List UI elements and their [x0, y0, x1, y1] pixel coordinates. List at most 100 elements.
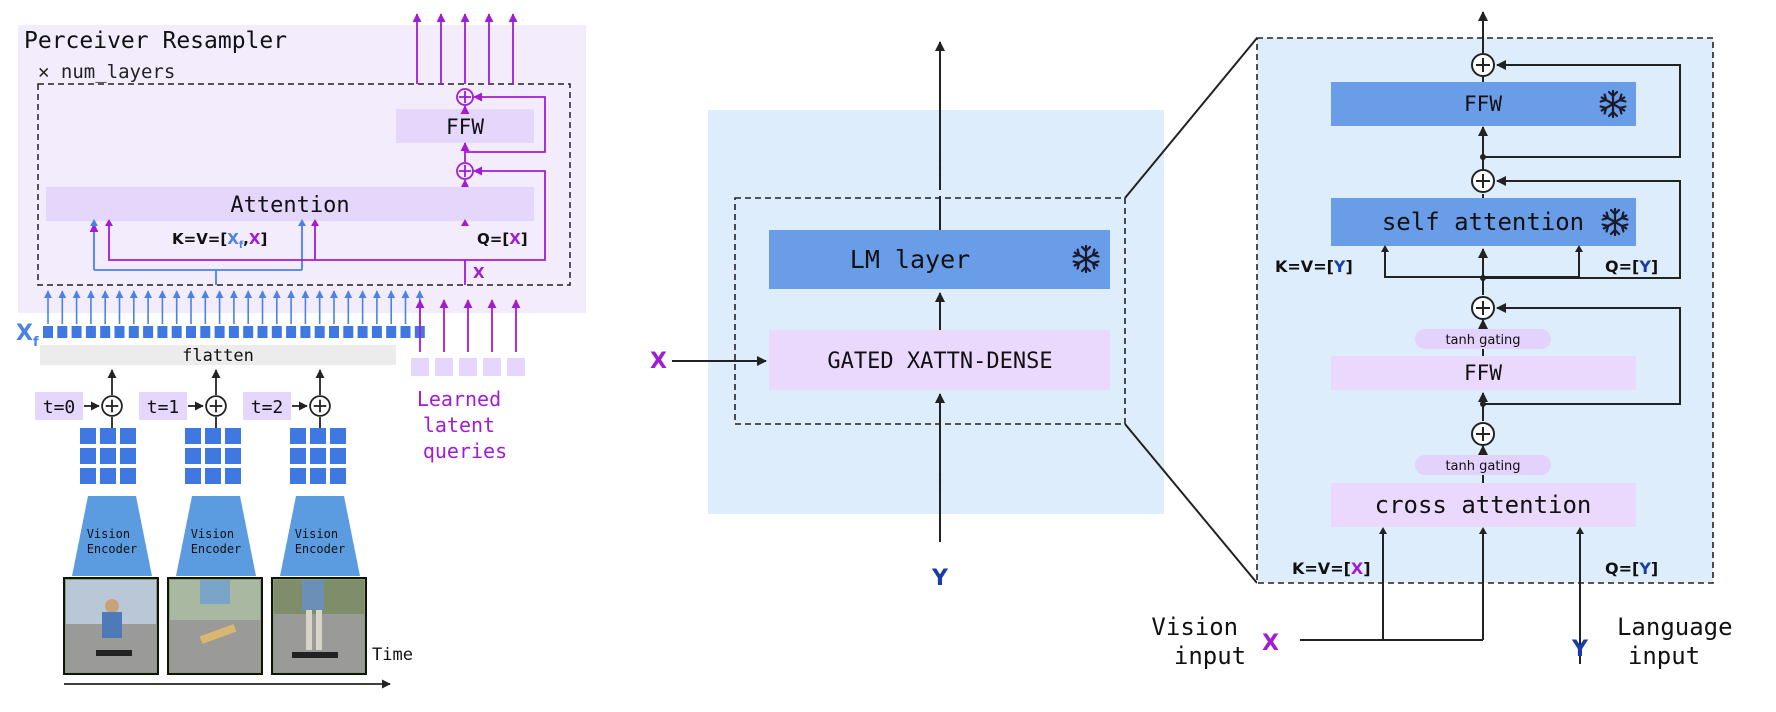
gated-xattn-detail-panel: FFW self attention K=V=[Y] Q=[Y] tanh ga… [1151, 11, 1747, 670]
xf-token [143, 326, 154, 338]
vision-x-label: X [1262, 631, 1279, 656]
cross-attention-block [1331, 483, 1636, 527]
video-frame-0 [63, 577, 159, 675]
detail-ffw-block [1331, 82, 1636, 126]
xf-token [57, 326, 68, 338]
svg-text:t=0: t=0 [43, 397, 76, 418]
num-layers-label: ✕ num_layers [38, 61, 175, 83]
residual-plus-icon [1471, 53, 1495, 77]
svg-text:Vision Encoder: Vision Encoder [191, 527, 242, 556]
perceiver-kv-label: K=V=[Xf,X] [172, 230, 267, 251]
frame-feature-grid [290, 428, 346, 484]
perceiver-x-label: X [473, 264, 485, 282]
gated-block-boundary [734, 197, 1126, 425]
latent-kv-lines [108, 224, 466, 285]
xf-token [386, 326, 397, 338]
xf-token [300, 326, 311, 338]
xf-token-row [43, 290, 425, 338]
zoom-line-bottom [1124, 423, 1258, 584]
output-arrows [412, 13, 518, 84]
xf-token [114, 326, 125, 338]
xf-token [243, 326, 254, 338]
lm-layer-block [769, 230, 1110, 289]
lm-bottom-dots: ⋮ [930, 469, 950, 493]
detail-residual-lines [1300, 60, 1681, 641]
lm-x-input-label: X [650, 349, 667, 374]
gated-xattn-label: GATED XATTN-DENSE [827, 349, 1052, 374]
xf-token [343, 326, 354, 338]
self-kv-label: K=V=[Y] [1275, 257, 1353, 276]
lm-top-dots: ⋮ [930, 155, 950, 179]
self-attention-label: self attention [1382, 208, 1584, 236]
perceiver-attention-label: Attention [230, 193, 349, 218]
xf-token [171, 326, 182, 338]
tanh-gating-ffw [1415, 329, 1551, 349]
tanh-gating-xattn [1415, 455, 1551, 475]
xf-token [228, 326, 239, 338]
residual-plus-icon [456, 88, 474, 106]
perceiver-title: Perceiver Resampler [24, 28, 287, 54]
cross-q-label: Q=[Y] [1605, 559, 1658, 578]
xf-token [186, 326, 196, 338]
perceiver-ffw-block [396, 109, 534, 143]
perceiver-residual-lines [460, 92, 546, 261]
lm-y-input-label: Y [931, 566, 949, 591]
timestep-1: t=1 Vision Encoder [139, 369, 256, 576]
xf-token [286, 326, 297, 338]
xf-token [200, 326, 211, 338]
resampler-layer-box [37, 83, 571, 286]
svg-text:Vision Encoder: Vision Encoder [87, 527, 138, 556]
xf-token [357, 326, 368, 338]
lm-stack-panel: ⋮ LM layer GATED XATTN-DENSE ⋮ X Y [650, 37, 1258, 591]
vision-encoder-block [72, 496, 152, 576]
xf-token [214, 326, 225, 338]
xf-token [85, 326, 96, 338]
flatten-label: flatten [182, 346, 254, 366]
xf-token [43, 326, 53, 338]
residual-plus-icon [1471, 422, 1495, 446]
detail-ffw-label: FFW [1464, 92, 1502, 116]
learned-queries: Learned latent queries [411, 299, 525, 463]
language-input-label: Language input [1617, 613, 1747, 670]
self-attention-block [1331, 198, 1636, 246]
lm-layer-label: LM layer [850, 245, 970, 274]
svg-text:tanh gating: tanh gating [1445, 333, 1520, 348]
xf-token [71, 326, 82, 338]
timestep-2: t=2 Vision Encoder [243, 369, 360, 576]
detail-ffw2-block [1331, 356, 1636, 390]
xf-token [314, 326, 325, 338]
cross-attention-label: cross attention [1375, 491, 1592, 519]
svg-text:t=2: t=2 [251, 397, 284, 418]
svg-text:t=1: t=1 [147, 397, 180, 418]
pos-add-plus-icon [101, 395, 123, 417]
time-label: Time [372, 645, 413, 665]
pos-add-plus-icon [205, 395, 227, 417]
xf-token [329, 326, 339, 338]
vision-encoder-block [176, 496, 256, 576]
detail-ffw2-label: FFW [1464, 361, 1502, 385]
xf-token [157, 326, 168, 338]
vision-input-label: Vision input [1151, 613, 1252, 670]
frame-feature-grid [80, 428, 136, 484]
svg-text:tanh gating: tanh gating [1445, 459, 1520, 474]
xf-token [271, 326, 282, 338]
timestep-0: t=0 Vision Encoder [35, 369, 152, 576]
zoom-line-top [1124, 37, 1258, 199]
self-q-label: Q=[Y] [1605, 257, 1658, 276]
xf-token [257, 326, 268, 338]
residual-plus-icon [1471, 169, 1495, 193]
language-y-label: Y [1571, 637, 1589, 662]
xf-kv-lines [89, 223, 303, 285]
perceiver-attention-block [46, 187, 534, 221]
xf-token [100, 326, 111, 338]
cross-kv-label: K=V=[X] [1292, 559, 1371, 578]
perceiver-resampler-panel: Perceiver Resampler ✕ num_layers FFW Att… [16, 13, 586, 689]
xf-token [371, 326, 382, 338]
perceiver-ffw-label: FFW [446, 115, 484, 139]
pos-add-plus-icon [309, 395, 331, 417]
gated-xattn-block [769, 330, 1110, 390]
residual-plus-icon [1471, 296, 1495, 320]
vision-encoder-block [280, 496, 360, 576]
learned-queries-label: Learned latent queries [417, 387, 513, 463]
